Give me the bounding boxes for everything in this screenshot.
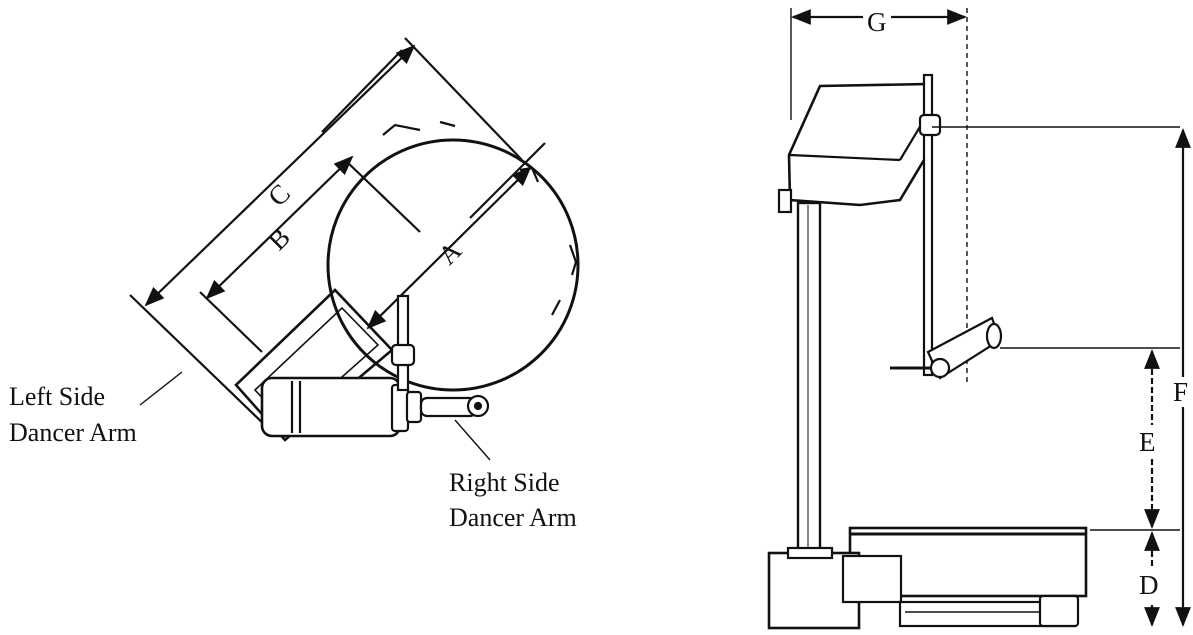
dimension-label-d: D bbox=[1139, 568, 1159, 602]
head-edge bbox=[789, 153, 901, 162]
support-post bbox=[796, 201, 822, 557]
extension-line bbox=[404, 37, 523, 161]
left-arm-leader bbox=[139, 371, 183, 406]
spool-clip bbox=[551, 299, 561, 316]
dimension-label-g: G bbox=[863, 7, 891, 37]
extension-line bbox=[469, 142, 546, 219]
base-box bbox=[841, 554, 903, 604]
roller-hub bbox=[929, 357, 951, 379]
motor-body bbox=[260, 376, 402, 438]
top-view-figure bbox=[129, 37, 580, 461]
roller-end bbox=[985, 322, 1003, 350]
right-arm-label-line2: Dancer Arm bbox=[449, 503, 577, 532]
extension-line bbox=[199, 291, 263, 353]
vertical-pin bbox=[396, 294, 410, 392]
dimension-a-line bbox=[366, 166, 532, 330]
dimension-label-e: E bbox=[1139, 425, 1156, 459]
extension-line bbox=[129, 294, 271, 431]
head-tab bbox=[777, 188, 793, 214]
right-arm-label-line1: Right Side bbox=[449, 468, 560, 497]
dimension-b-line bbox=[205, 155, 354, 300]
dimension-label-f: F bbox=[1173, 377, 1189, 407]
dancer-rod bbox=[922, 73, 934, 377]
dimension-c-line bbox=[144, 44, 416, 307]
left-arm-label-line1: Left Side bbox=[9, 382, 106, 411]
post-foot bbox=[786, 546, 834, 560]
extension-line bbox=[321, 49, 403, 133]
pin-clamp bbox=[390, 343, 416, 367]
head-box bbox=[787, 82, 932, 207]
motor-cap bbox=[390, 383, 410, 433]
spool-clip bbox=[568, 244, 578, 276]
side-view-figure bbox=[767, 8, 1191, 630]
arm-knob-center bbox=[473, 401, 483, 411]
extension-line bbox=[344, 159, 421, 233]
base-foot bbox=[1038, 594, 1080, 628]
spool-clip bbox=[439, 120, 456, 128]
arm-coupling bbox=[405, 390, 423, 424]
right-arm-leader bbox=[454, 419, 491, 461]
rod-knob bbox=[918, 113, 942, 137]
left-arm-label-line2: Dancer Arm bbox=[9, 418, 137, 447]
spool-clip bbox=[382, 123, 421, 136]
